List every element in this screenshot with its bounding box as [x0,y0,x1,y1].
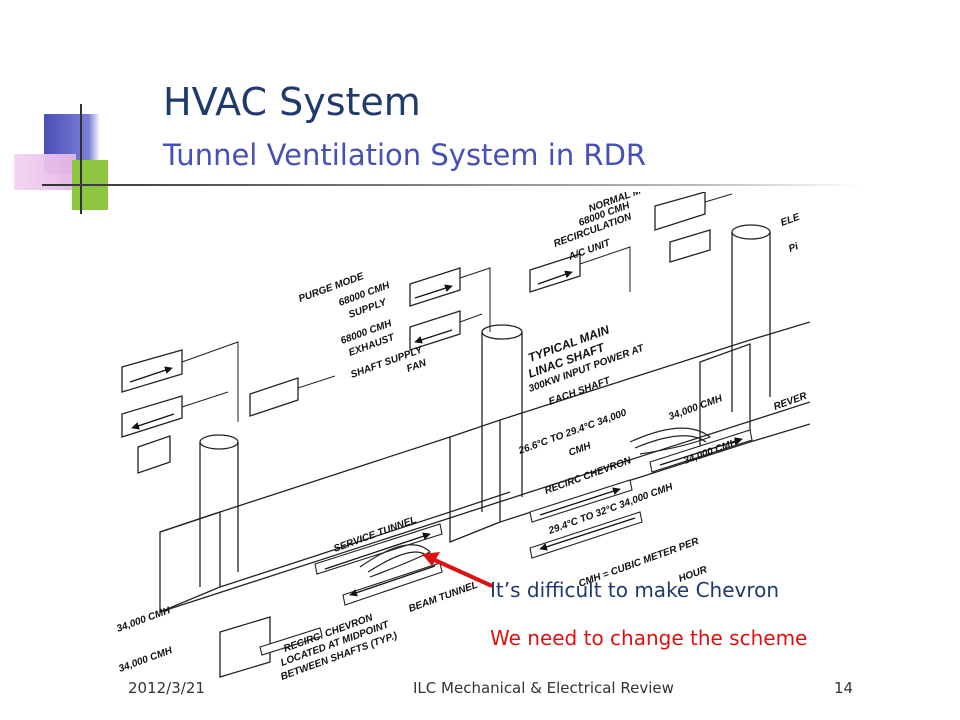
shafts [199,224,771,587]
label-cmh-left-2: 34,000 CMH [117,645,174,675]
label-cmh-left-1: 34,000 CMH [115,605,172,635]
hvac-diagram: NORMAL M 68000 CMH RECIRCULATION A/C UNI… [115,192,810,683]
duct-lines [181,193,733,422]
callout-difficult: It’s difficult to make Chevron [490,578,780,602]
label-rever: REVER [772,390,809,412]
fan-units [121,192,711,474]
label-beam-tunnel: BEAM TUNNEL [407,580,479,615]
diagram-labels: NORMAL M 68000 CMH RECIRCULATION A/C UNI… [115,192,809,683]
footer-title: ILC Mechanical & Electrical Review [413,679,674,697]
slide-subtitle: Tunnel Ventilation System in RDR [163,138,647,172]
label-ele: ELE [779,212,801,229]
footer-date: 2012/3/21 [128,679,205,697]
label-cmh-34000-a: 34,000 CMH [667,393,724,423]
label-pi: Pi [787,241,800,255]
callout-change-scheme: We need to change the scheme [490,626,808,650]
title-underline [42,184,862,186]
flow-arrows [129,270,743,597]
label-cmh-1: CMH [567,440,593,458]
red-pointer-arrow [422,552,493,588]
page-number: 14 [834,679,854,697]
slide-title: HVAC System [163,80,421,124]
decor-vertical-line [80,104,82,214]
tunnel-blocks [159,321,810,678]
